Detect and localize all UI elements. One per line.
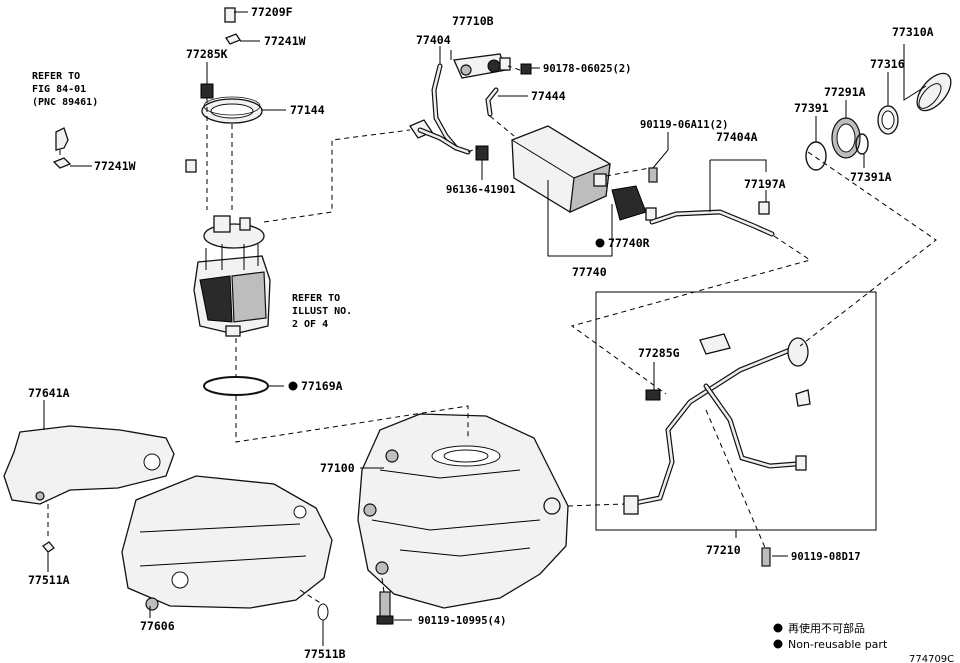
bolt-90119-08D17 [761,547,771,567]
label-77285K: 77285K [186,47,228,61]
label-77404: 77404 [416,33,451,47]
clip-77241W-bottom [52,127,72,169]
label-77144: 77144 [290,103,325,117]
label-77740: 77740 [572,265,607,279]
canister-77740 [511,125,611,213]
non-reusable-marker-77740R [595,238,605,248]
note-refer-illust-2: ILLUST NO. [292,306,352,317]
clip-77285G [645,389,661,401]
label-77209F: 77209F [251,5,293,19]
label-77511A: 77511A [28,573,70,587]
note-refer-illust-1: REFER TO [292,293,340,304]
note-refer-fig-2: FIG 84-01 [32,84,86,95]
label-77241W-top: 77241W [264,34,306,48]
filler-pipe-77210 [623,333,811,515]
non-reusable-marker-77169A [288,381,298,391]
clip-77511B [317,603,329,621]
label-77316: 77316 [870,57,905,71]
label-77169A: 77169A [301,379,343,393]
o-ring-77391A [855,133,869,155]
protector-77606 [121,475,333,611]
label-77391A: 77391A [850,170,892,184]
leader-lines [43,11,927,646]
label-90119-06A11: 90119-06A11(2) [640,119,729,131]
hose-77404 [409,63,471,155]
label-77210: 77210 [706,543,741,557]
label-77310A: 77310A [892,25,934,39]
label-90119-08D17: 90119-08D17 [791,551,861,563]
protector-77641A [3,425,175,505]
label-77241W-bottom: 77241W [94,159,136,173]
bolt-90178-06025 [520,63,532,75]
clamp-77197A [758,201,770,215]
clip-77241W-top [225,33,241,45]
label-90178-06025: 90178-06025(2) [543,63,632,75]
clip-77511A [42,541,55,553]
label-77641A: 77641A [28,386,70,400]
legend-marker-jp [773,623,783,633]
hose-77404A [649,209,775,237]
bolt-90119-10995 [376,591,394,625]
label-77710B: 77710B [452,14,494,28]
legend-japanese: 再使用不可部品 [788,621,865,635]
label-77285G: 77285G [638,346,680,360]
label-77740R: 77740R [608,236,650,250]
label-90119-10995: 90119-10995(4) [418,615,507,627]
vent-valve-77740R [611,185,657,221]
fuel-tank-77100 [357,413,569,609]
note-refer-fig-3: (PNC 89461) [32,97,98,108]
valve-77710B [453,53,511,79]
legend-marker-en [773,639,783,649]
label-77606: 77606 [140,619,175,633]
dashed-connection-lines [47,65,937,605]
label-77391: 77391 [794,101,829,115]
bolt-90119-06A11 [648,167,658,183]
o-ring-77169A [203,376,269,396]
retainer-ring-77144 [201,96,263,124]
label-77197A: 77197A [744,177,786,191]
o-ring-77391 [805,141,827,171]
gasket-77291A [831,117,861,159]
note-refer-illust-3: 2 OF 4 [292,319,328,330]
fuel-tube-77209F [155,6,236,173]
label-77511B: 77511B [304,647,346,661]
filler-pipe-box [595,291,877,531]
label-77100: 77100 [320,461,355,475]
clip-77285K [200,83,214,99]
hose-77444 [485,87,499,117]
label-96136-41901: 96136-41901 [446,184,516,196]
fuel-pump-assembly [193,215,271,337]
label-77291A: 77291A [824,85,866,99]
legend-english: Non-reusable part [788,638,888,651]
label-77404A: 77404A [716,130,758,144]
cap-ring-77316 [877,105,899,135]
note-refer-fig-1: REFER TO [32,71,80,82]
label-77444: 77444 [531,89,566,103]
cap-77310A [916,72,952,112]
figure-code: 774709C [909,654,954,663]
